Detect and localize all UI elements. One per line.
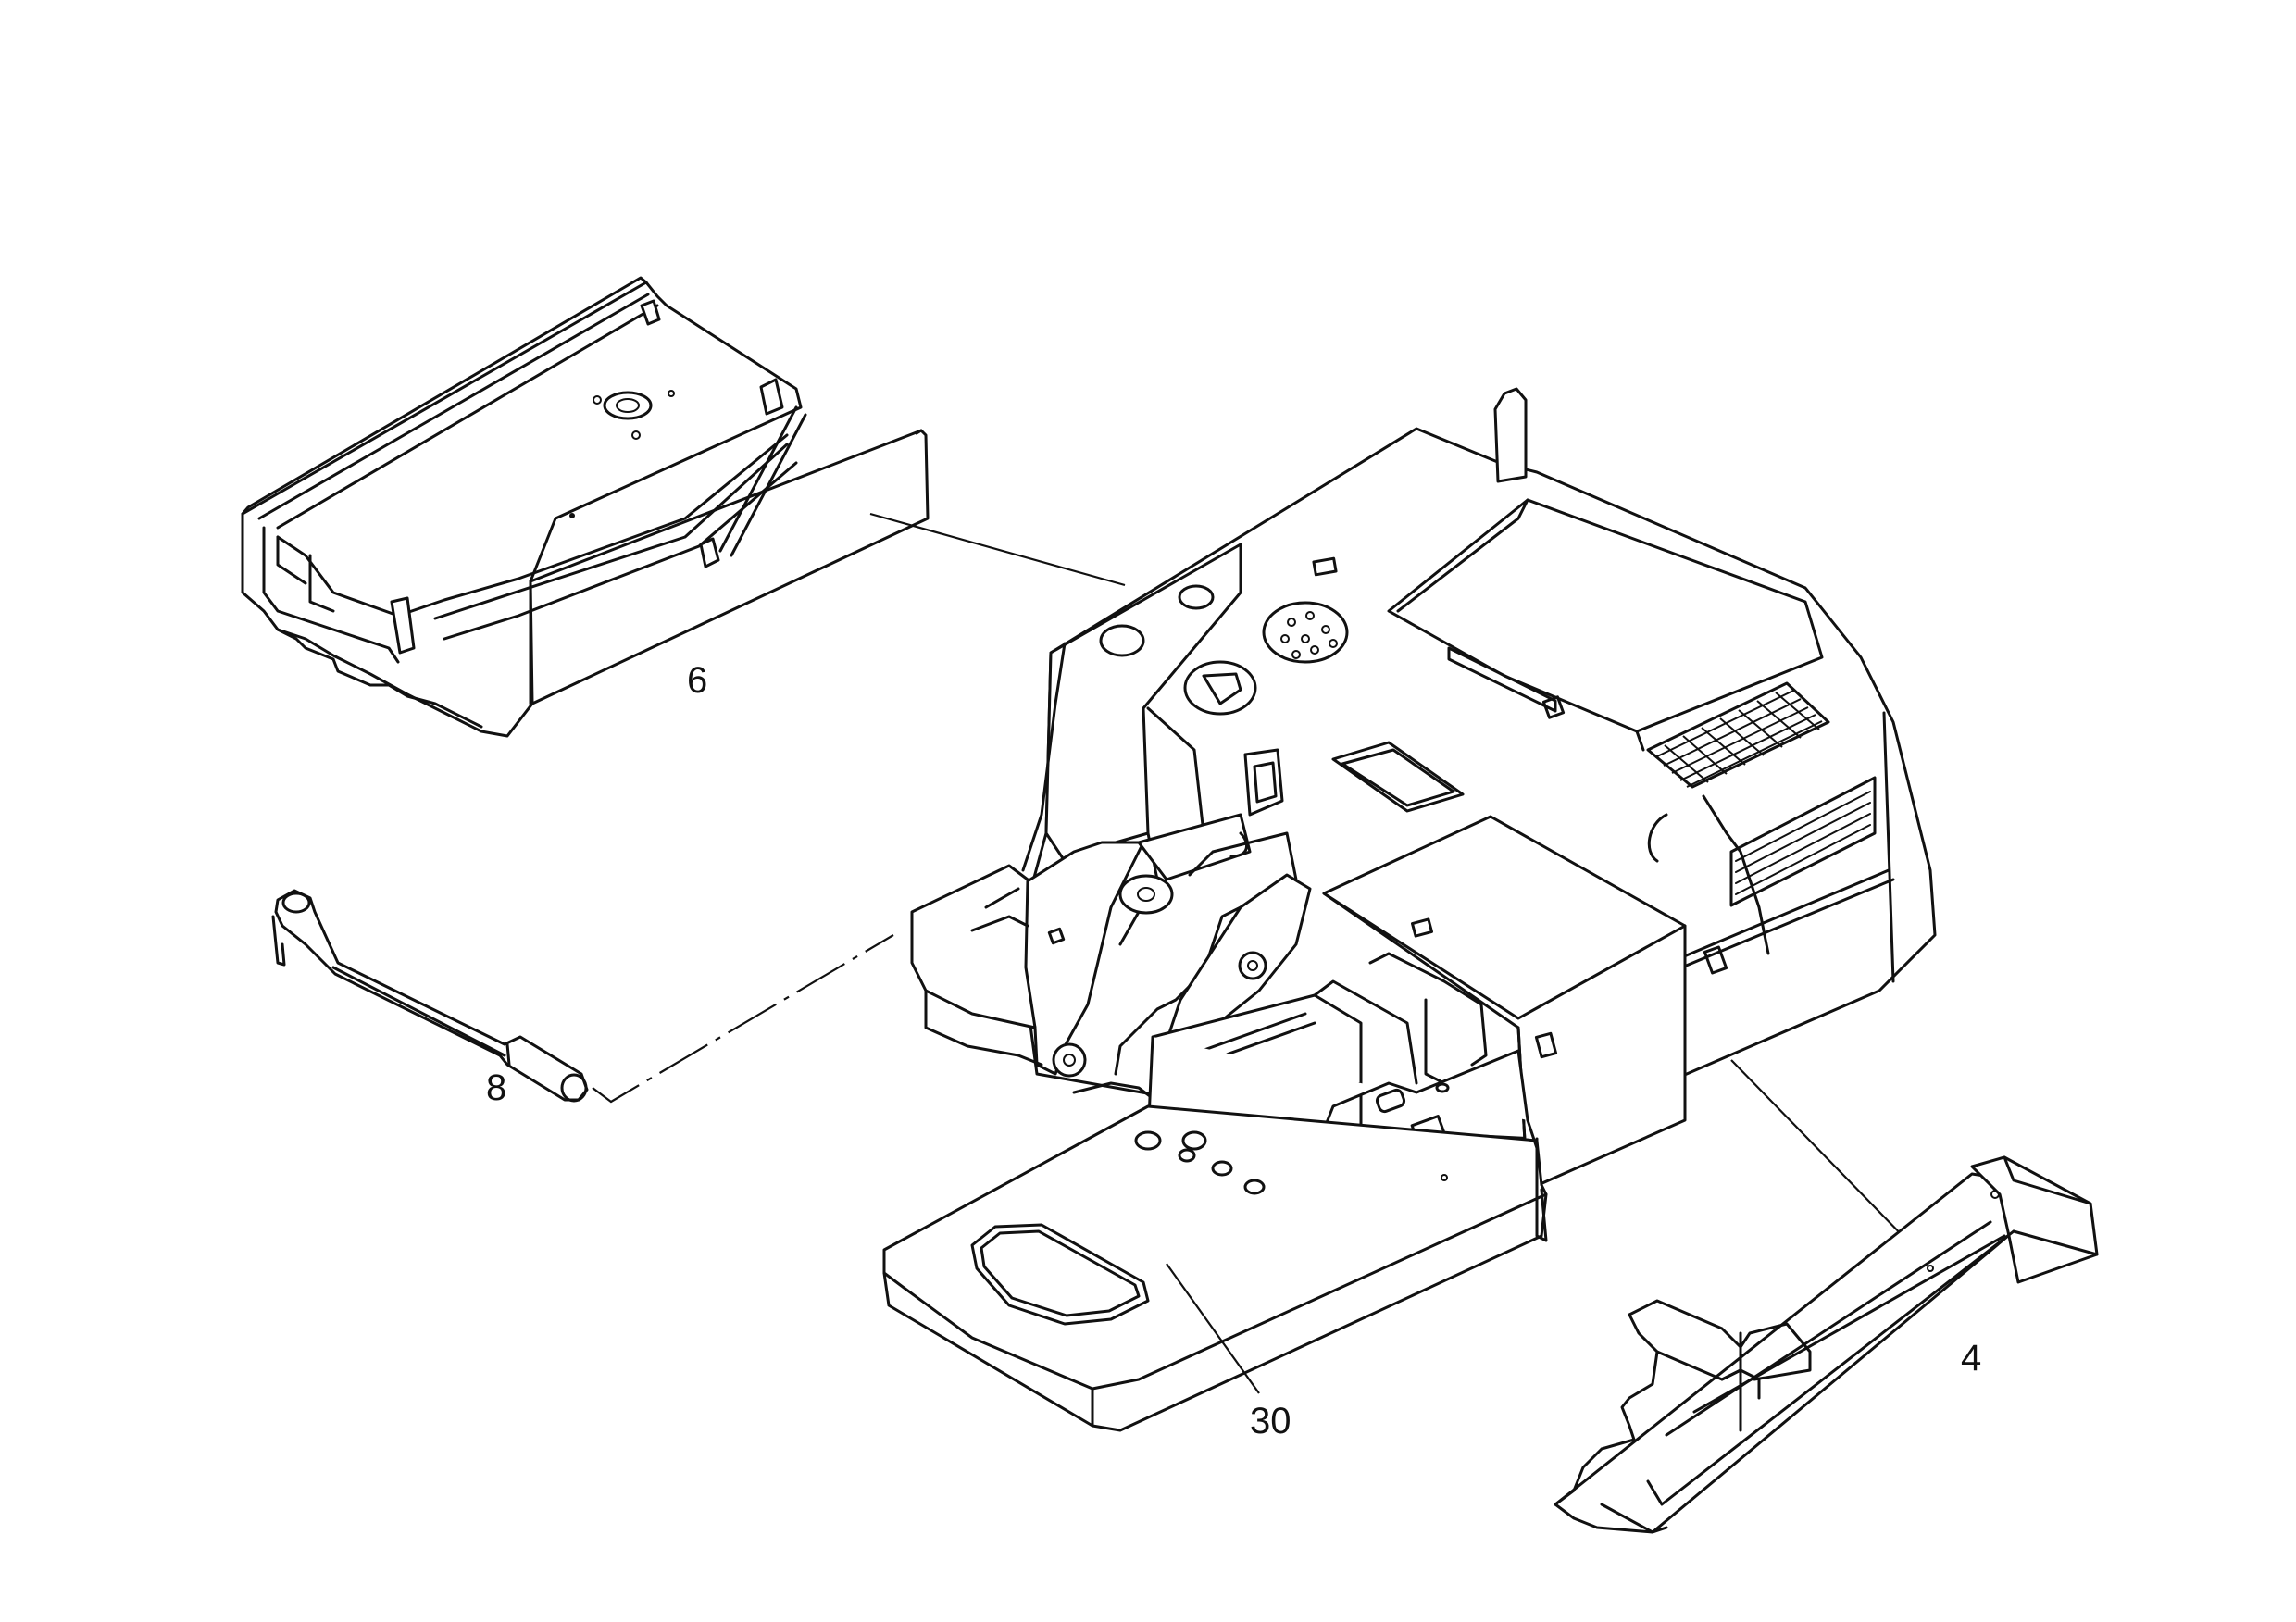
part-4-side-rail: [1554, 1155, 2099, 1534]
callout-4: 4: [1961, 1338, 1981, 1379]
callout-30: 30: [1250, 1401, 1292, 1441]
part-8-pin: [271, 889, 589, 1103]
leader-line-4: [1730, 1059, 1913, 1246]
callout-8: 8: [486, 1067, 506, 1108]
leader-line-30: [1166, 1263, 1260, 1394]
part-30-main-frame: [882, 387, 1937, 1432]
callout-6: 6: [687, 660, 707, 701]
engine-grille: [1646, 681, 1830, 789]
side-vent: [1729, 776, 1877, 907]
leader-line-8: [592, 934, 894, 1104]
leader-line-6: [869, 512, 1126, 587]
part-6-bottom-plate: [241, 276, 930, 738]
